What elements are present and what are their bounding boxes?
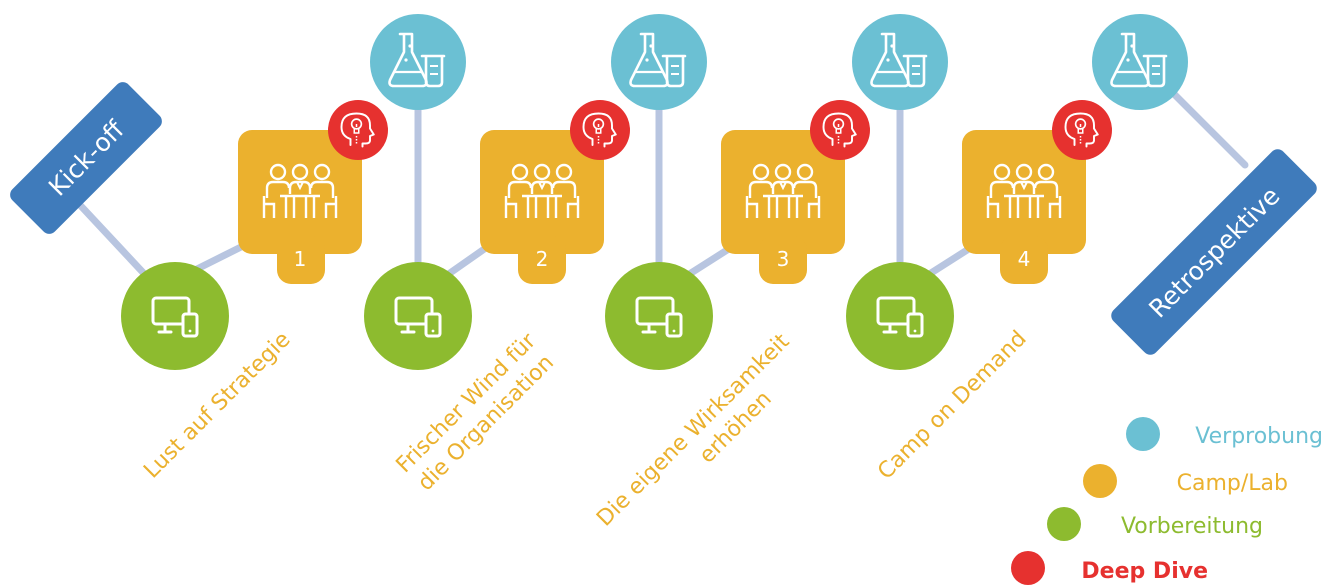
vorbereitung-node-1 — [121, 262, 229, 370]
legend-item-deepdive: Deep Dive — [1011, 551, 1208, 585]
deepdive-node-1 — [328, 100, 388, 160]
vorbereitung-node-3 — [605, 262, 713, 370]
legend-item-vorbereitung: Vorbereitung — [1047, 507, 1263, 541]
connector-kickoff — [76, 201, 154, 284]
legend-label-deepdive: Deep Dive — [1081, 559, 1208, 584]
legend-swatch-deepdive — [1011, 551, 1045, 585]
camp-number-2: 2 — [536, 247, 549, 271]
camp-title-3-line1: Die eigene Wirksamkeit — [592, 329, 794, 531]
legend-label-camp: Camp/Lab — [1177, 471, 1288, 496]
legend-swatch-camp — [1083, 464, 1117, 498]
camp-number-3: 3 — [777, 247, 790, 271]
camp-number-4: 4 — [1018, 247, 1031, 271]
camp-number-1: 1 — [294, 247, 307, 271]
legend-swatch-vorbereitung — [1047, 507, 1081, 541]
vorbereitung-node-4 — [846, 262, 954, 370]
camp-node-1: 1 — [238, 130, 362, 284]
deepdive-node-4 — [1052, 100, 1112, 160]
retrospektive-milestone: Retrospektive — [1111, 149, 1317, 355]
legend-label-verprobung: Verprobung — [1195, 424, 1323, 449]
camp-node-4: 4 — [962, 130, 1086, 284]
verprobung-node-3 — [852, 14, 948, 110]
camp-title-3: Die eigene Wirksamkeit erhöhen — [592, 329, 794, 531]
legend-item-camp: Camp/Lab — [1083, 464, 1288, 498]
verprobung-node-2 — [611, 14, 707, 110]
verprobung-node-1 — [370, 14, 466, 110]
deepdive-node-3 — [810, 100, 870, 160]
deepdive-node-2 — [570, 100, 630, 160]
verprobung-node-4 — [1092, 14, 1188, 110]
legend-swatch-verprobung — [1126, 417, 1160, 451]
vorbereitung-node-2 — [364, 262, 472, 370]
camp-node-2: 2 — [480, 130, 604, 284]
legend-item-verprobung: Verprobung — [1126, 417, 1323, 451]
camp-node-3: 3 — [721, 130, 845, 284]
legend: Verprobung Camp/Lab Vorbereitung Deep Di… — [1011, 417, 1323, 585]
retrospektive-label: Retrospektive — [1143, 181, 1285, 323]
legend-label-vorbereitung: Vorbereitung — [1121, 514, 1263, 539]
